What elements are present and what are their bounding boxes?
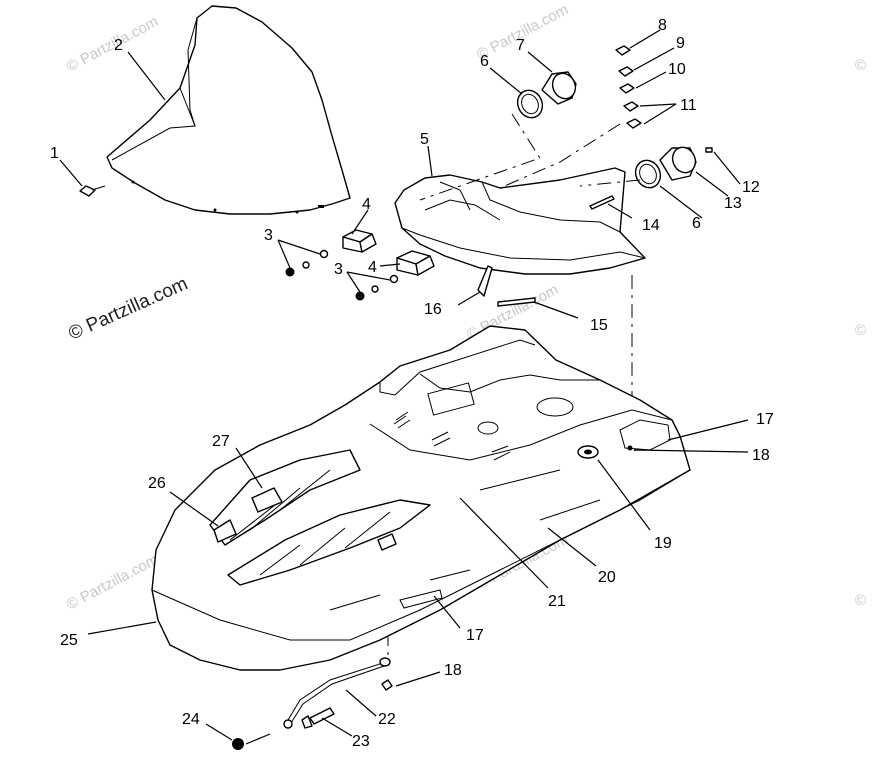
watermark-corner: © <box>855 322 866 339</box>
callout-labels: 1 2 3 3 4 4 5 6 6 7 8 9 10 11 12 13 14 1… <box>50 17 774 750</box>
callout-15: 15 <box>590 317 608 334</box>
callout-4: 4 <box>368 259 377 276</box>
callout-4: 4 <box>362 196 371 213</box>
windshield <box>106 5 351 215</box>
screw-18-lower <box>381 679 393 691</box>
watermark-faint: © Partzilla.com <box>64 551 161 613</box>
callout-17: 17 <box>466 627 484 644</box>
callout-16: 16 <box>424 301 442 318</box>
switches <box>615 45 713 153</box>
nut-24 <box>232 738 244 750</box>
cable-tie <box>589 195 615 210</box>
callout-23: 23 <box>352 733 370 750</box>
gauge-right <box>659 146 697 181</box>
callout-24: 24 <box>182 711 200 728</box>
callout-12: 12 <box>742 179 760 196</box>
callout-18: 18 <box>752 447 770 464</box>
callout-21: 21 <box>548 593 566 610</box>
callout-6: 6 <box>480 53 489 70</box>
callout-25: 25 <box>60 632 78 649</box>
gauge-left <box>541 71 577 105</box>
gauge-bezel-left <box>516 89 544 119</box>
callout-1: 1 <box>50 145 59 162</box>
watermark-main: © Partzilla.com <box>65 273 191 344</box>
callout-5: 5 <box>420 131 429 148</box>
callout-14: 14 <box>642 217 660 234</box>
screw-23 <box>301 707 335 729</box>
callout-7: 7 <box>516 37 525 54</box>
gauge-bezel-right <box>634 159 662 189</box>
callout-19: 19 <box>654 535 672 552</box>
screw-1 <box>79 185 106 197</box>
callout-2: 2 <box>114 37 123 54</box>
hood-vents <box>209 449 431 586</box>
callout-27: 27 <box>212 433 230 450</box>
callout-11: 11 <box>680 97 697 114</box>
callout-3: 3 <box>264 227 273 244</box>
watermark-corner: © <box>855 592 866 609</box>
watermark-faint: © Partzilla.com <box>64 13 161 75</box>
callout-20: 20 <box>598 569 616 586</box>
hardware-upper <box>285 249 329 277</box>
watermark-corner: © <box>855 57 866 74</box>
bracket-lower <box>396 250 435 276</box>
hood-cable <box>283 657 391 729</box>
callout-13: 13 <box>724 195 742 212</box>
console <box>394 167 646 275</box>
callout-3: 3 <box>334 261 343 278</box>
callout-8: 8 <box>658 17 667 34</box>
clip-16 <box>477 265 493 297</box>
callout-9: 9 <box>676 35 685 52</box>
callout-26: 26 <box>148 475 166 492</box>
callout-10: 10 <box>668 61 686 78</box>
callout-18: 18 <box>444 662 462 679</box>
bracket-upper <box>342 229 377 253</box>
leader-lines <box>59 29 749 745</box>
callout-17: 17 <box>756 411 774 428</box>
callout-22: 22 <box>378 711 396 728</box>
hood <box>151 325 691 671</box>
hardware-lower <box>355 274 399 301</box>
callout-6: 6 <box>692 215 701 232</box>
